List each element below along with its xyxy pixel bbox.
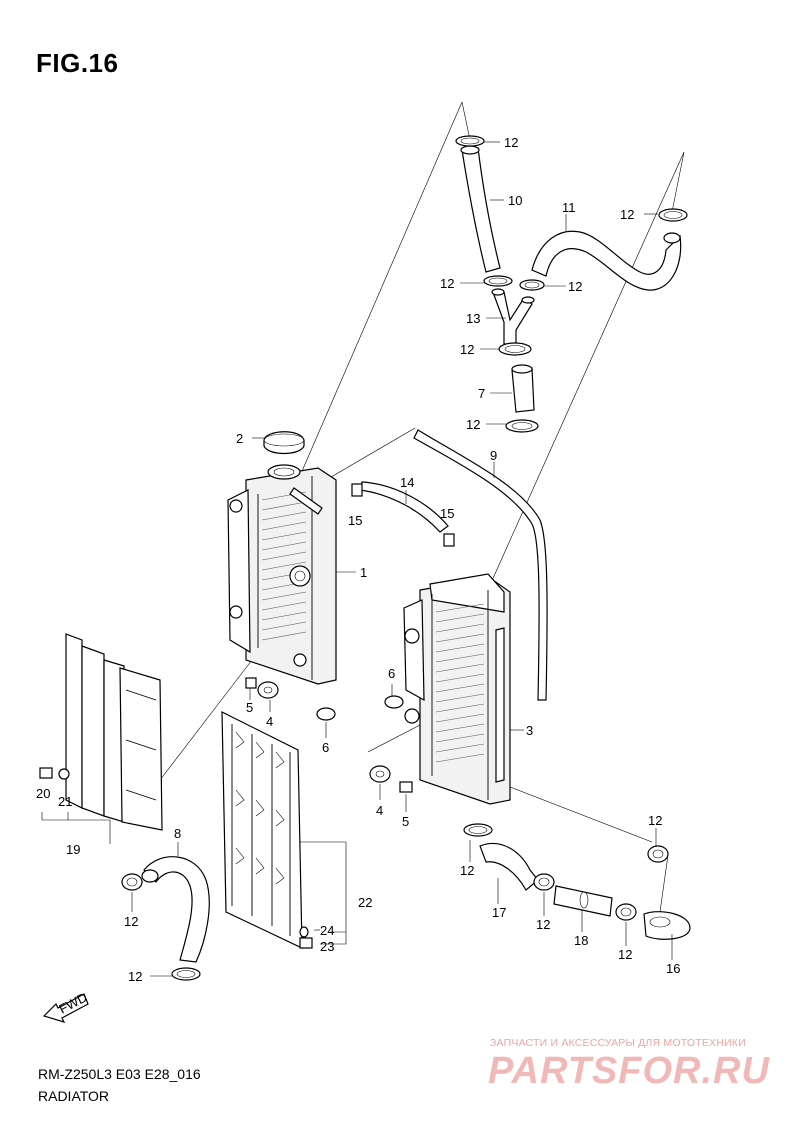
callout-20: 20 xyxy=(36,786,50,801)
callout-13: 13 xyxy=(466,311,480,326)
hose-clamp-icon xyxy=(121,873,201,981)
figure-title: FIG.16 xyxy=(36,48,119,78)
callout-17: 17 xyxy=(492,905,506,920)
callout-12: 12 xyxy=(504,135,518,150)
part-18-pipe xyxy=(553,885,613,917)
part-17-lower-hose xyxy=(479,842,539,891)
part-9-breather-tube xyxy=(413,429,548,701)
callout-14: 14 xyxy=(400,475,414,490)
grommet-4-icon xyxy=(257,681,391,783)
part-8-lower-hose xyxy=(141,856,210,963)
part-20-21-fasteners xyxy=(39,767,70,780)
callout-15: 15 xyxy=(348,513,362,528)
callout-labels: 12 10 11 12 12 12 13 12 7 12 2 9 14 15 1… xyxy=(36,135,680,984)
callout-10: 10 xyxy=(508,193,522,208)
hose-clamp-icon xyxy=(483,275,545,291)
leader-19 xyxy=(41,812,111,844)
callout-16: 16 xyxy=(666,961,680,976)
callout-12: 12 xyxy=(620,207,634,222)
hose-clamp-icon xyxy=(455,135,485,147)
hose-clamp-icon xyxy=(658,208,688,222)
callout-5: 5 xyxy=(246,700,253,715)
bolt-5-icon xyxy=(245,677,413,793)
watermark-tagline: ЗАПЧАСТИ И АКСЕССУАРЫ ДЛЯ МОТОТЕХНИКИ xyxy=(490,1037,746,1049)
callout-18: 18 xyxy=(574,933,588,948)
callout-1: 1 xyxy=(360,565,367,580)
callout-12: 12 xyxy=(128,969,142,984)
callout-12: 12 xyxy=(536,917,550,932)
clamp-15-icon xyxy=(351,483,455,547)
guide-lines xyxy=(159,101,685,913)
callout-4: 4 xyxy=(266,714,273,729)
part-19-radiator-guard xyxy=(65,633,163,831)
callout-15: 15 xyxy=(440,506,454,521)
part-3-right-radiator xyxy=(403,573,511,805)
part-14-overflow-hose xyxy=(359,481,449,533)
part-11-curved-hose xyxy=(531,230,682,291)
callout-12: 12 xyxy=(618,947,632,962)
callout-8: 8 xyxy=(174,826,181,841)
hose-clamp-icon xyxy=(498,342,532,356)
callout-5: 5 xyxy=(402,814,409,829)
callout-6: 6 xyxy=(388,666,395,681)
callout-12: 12 xyxy=(460,863,474,878)
leader-22 xyxy=(300,841,347,945)
callout-leaders xyxy=(131,141,673,977)
callout-12: 12 xyxy=(124,914,138,929)
figure-code: RM-Z250L3 E03 E28_016 xyxy=(38,1066,201,1082)
forward-arrow-icon: FWD xyxy=(42,990,90,1023)
callout-19: 19 xyxy=(66,842,80,857)
part-10-upper-hose xyxy=(460,145,501,273)
part-1-left-radiator xyxy=(227,464,337,685)
collar-6-icon xyxy=(316,695,404,721)
callout-21: 21 xyxy=(58,794,72,809)
callout-12: 12 xyxy=(568,279,582,294)
part-13-y-connector xyxy=(491,288,535,345)
part-2-radiator-cap xyxy=(263,431,305,455)
part-7-short-hose xyxy=(511,364,535,413)
watermark-logo: PARTSFOR.RU xyxy=(488,1050,770,1092)
callout-22: 22 xyxy=(358,895,372,910)
callout-4: 4 xyxy=(376,803,383,818)
part-16-hose-end xyxy=(643,911,691,940)
callout-12: 12 xyxy=(440,276,454,291)
hose-clamp-icon xyxy=(505,419,539,433)
callout-12: 12 xyxy=(460,342,474,357)
callout-11: 11 xyxy=(562,200,576,215)
callout-12: 12 xyxy=(648,813,662,828)
callout-3: 3 xyxy=(526,723,533,738)
part-22-radiator-guard xyxy=(221,711,303,949)
callout-2: 2 xyxy=(236,431,243,446)
callout-9: 9 xyxy=(490,448,497,463)
callout-23: 23 xyxy=(320,939,334,954)
callout-12: 12 xyxy=(466,417,480,432)
part-23-24-fasteners xyxy=(299,926,313,949)
figure-name: RADIATOR xyxy=(38,1088,110,1104)
callout-6: 6 xyxy=(322,740,329,755)
callout-24: 24 xyxy=(320,923,334,938)
hose-clamp-icon xyxy=(463,823,669,921)
callout-7: 7 xyxy=(478,386,485,401)
